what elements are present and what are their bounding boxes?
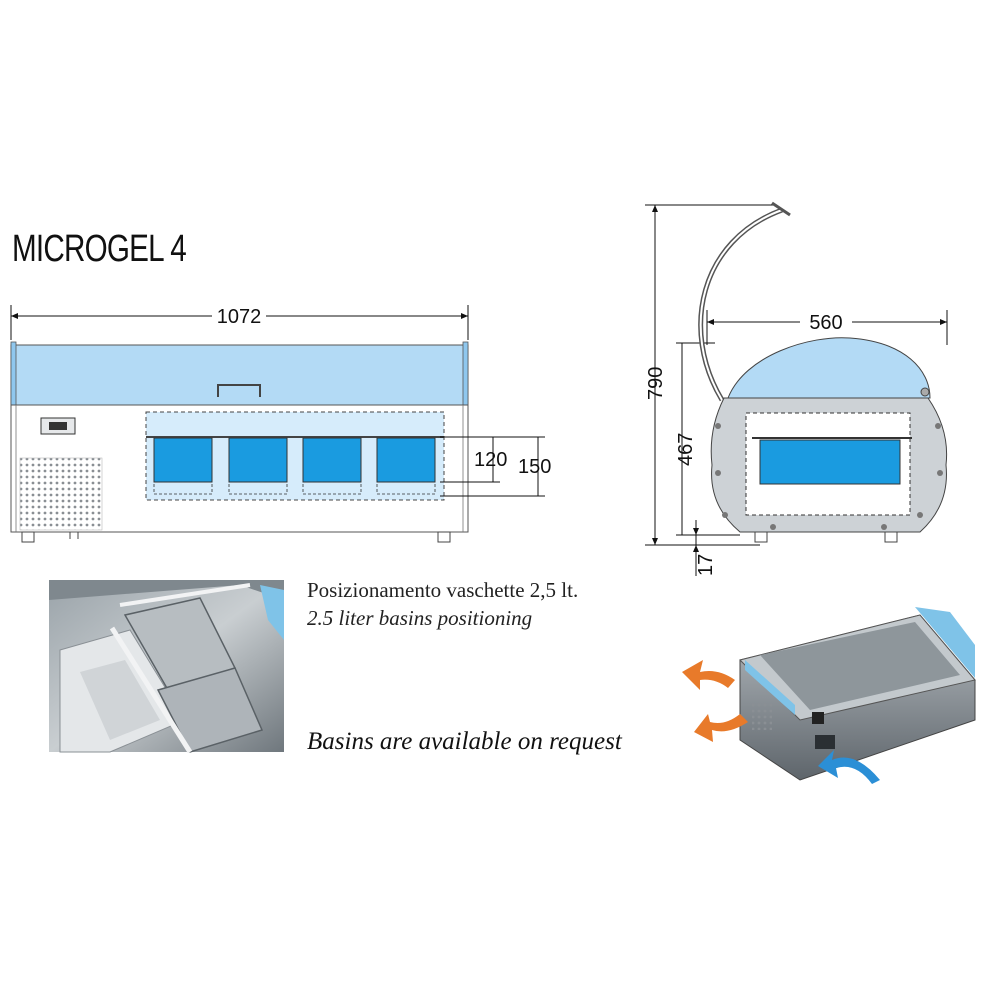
- front-view: 1072: [10, 305, 551, 543]
- basin: [376, 437, 436, 483]
- ventilation-grille: [19, 457, 103, 531]
- width-label: 1072: [217, 306, 262, 328]
- airflow-out-arrow-icon: [694, 714, 748, 742]
- total-height-label: 790: [645, 367, 667, 400]
- width-dimension: 1072: [10, 305, 469, 340]
- basin: [228, 437, 288, 483]
- body-height-dimension: 467: [675, 342, 740, 536]
- side-view: 790 467 17 560: [645, 201, 948, 576]
- airflow-out-arrow-icon: [682, 660, 735, 690]
- depth-dimensions: 120 150: [440, 436, 551, 497]
- basin-depth-label: 120: [474, 449, 507, 471]
- depth-label: 560: [809, 312, 842, 334]
- body-height-label: 467: [675, 433, 697, 466]
- basin-positioning-photo: [49, 580, 284, 754]
- feet-height-label: 17: [695, 554, 717, 576]
- airflow-photo: [682, 607, 976, 784]
- positioning-caption-italian: Posizionamento vaschette 2,5 lt.: [307, 578, 579, 602]
- feet-height-dimension: 17: [693, 520, 717, 576]
- positioning-caption-english: 2.5 liter basins positioning: [307, 606, 533, 630]
- lid-handle-icon: [217, 384, 261, 397]
- total-height-dimension: 790: [645, 204, 775, 546]
- basins: [153, 437, 436, 495]
- availability-note: Basins are available on request: [307, 728, 622, 755]
- glass-dome: [727, 337, 931, 399]
- tank-depth-label: 150: [518, 456, 551, 478]
- basin-side: [759, 439, 901, 485]
- basin: [302, 437, 362, 483]
- depth-dimension: 560: [706, 310, 948, 345]
- airflow-in-arrow-icon: [818, 750, 880, 784]
- basin: [153, 437, 213, 483]
- model-title: MICROGEL 4: [12, 228, 187, 270]
- glass-canopy: [10, 344, 469, 406]
